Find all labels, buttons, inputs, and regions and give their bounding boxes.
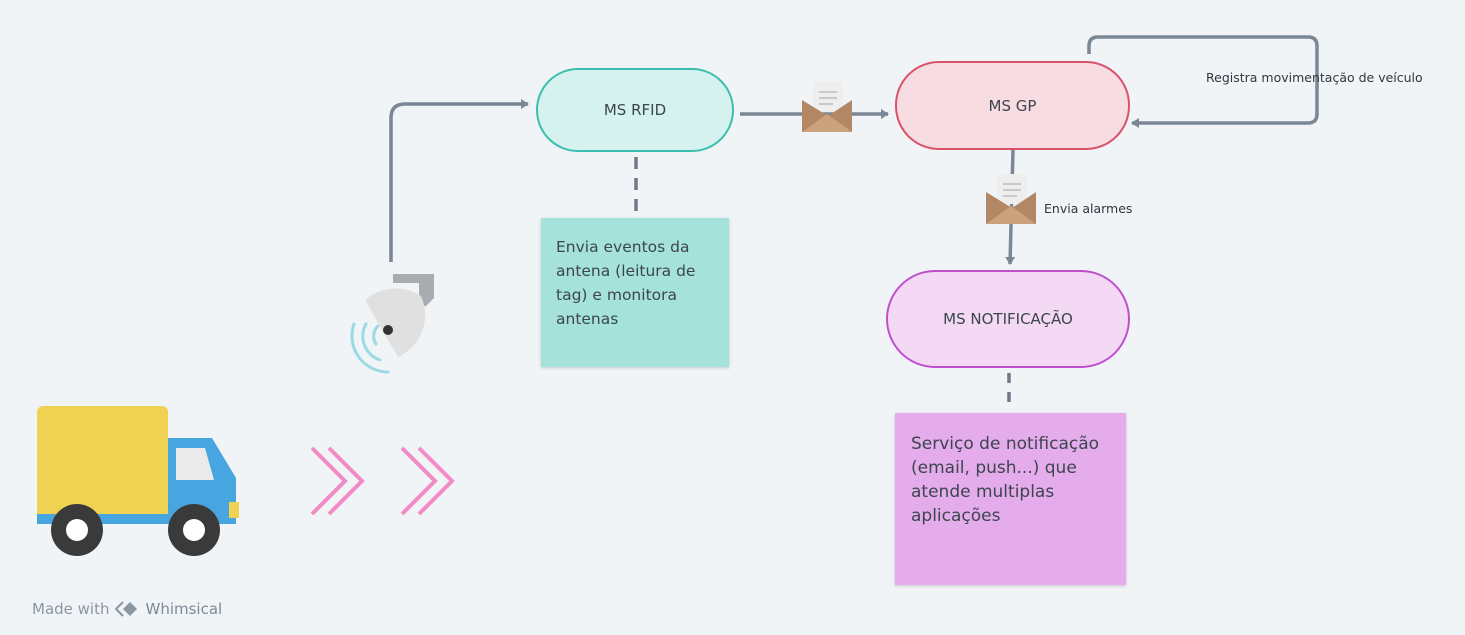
double-chevron-right-icon — [310, 446, 365, 516]
sticky-note-rfid-text: Envia eventos da antena (leitura de tag)… — [556, 238, 696, 328]
whimsical-logo-icon — [115, 601, 138, 617]
edge-label-envia-alarmes: Envia alarmes — [1044, 201, 1133, 216]
edge-label-registra: Registra movimentação de veículo — [1206, 70, 1423, 85]
connector-gp-self-loop — [1087, 35, 1319, 128]
footer-prefix: Made with — [32, 600, 110, 618]
made-with-footer[interactable]: Made with Whimsical — [32, 600, 222, 618]
truck-icon — [37, 406, 239, 556]
connector-antenna-to-rfid — [389, 99, 529, 262]
envelope-icon — [986, 174, 1036, 224]
rfid-antenna-icon — [350, 274, 434, 374]
node-ms-rfid-label: MS RFID — [603, 101, 667, 119]
node-ms-rfid[interactable]: MS RFID — [536, 68, 734, 152]
sticky-note-notificacao[interactable]: Serviço de notificação (email, push...) … — [895, 413, 1126, 585]
sticky-note-notificacao-text: Serviço de notificação (email, push...) … — [911, 434, 1100, 526]
node-ms-notificacao[interactable]: MS NOTIFICAÇÃO — [886, 270, 1130, 368]
envelope-icon — [802, 82, 852, 132]
node-ms-notificacao-label: MS NOTIFICAÇÃO — [943, 310, 1073, 328]
sticky-note-rfid[interactable]: Envia eventos da antena (leitura de tag)… — [541, 218, 729, 367]
node-ms-gp[interactable]: MS GP — [895, 61, 1130, 150]
double-chevron-right-icon — [400, 446, 455, 516]
footer-brand: Whimsical — [145, 600, 223, 618]
node-ms-gp-label: MS GP — [988, 96, 1037, 115]
